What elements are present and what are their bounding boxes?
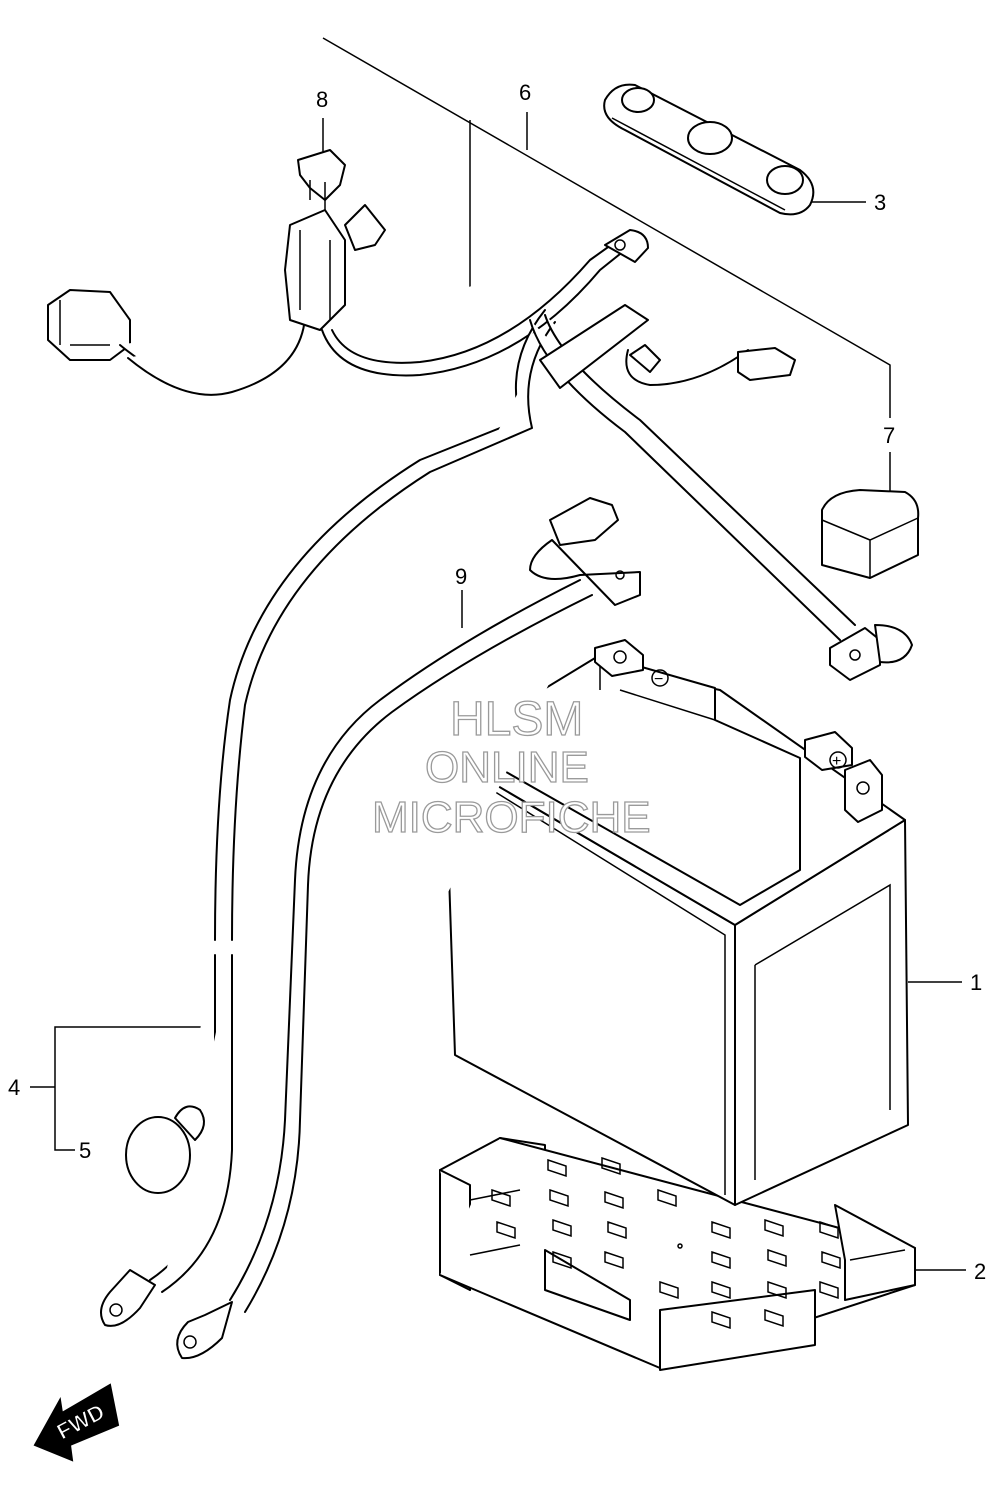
watermark-line-1: HLSM [450,693,583,746]
callout-1: 1 [970,970,982,995]
watermark-line-3: MICROFICHE [372,793,651,842]
watermark-line-2: ONLINE [425,743,589,792]
leader-lines [30,37,966,1271]
watermark: HLSM ONLINE MICROFICHE [371,692,651,842]
callout-3: 3 [874,190,886,215]
battery: − + [444,639,909,1206]
harness-secondary [176,304,796,1360]
callout-7: 7 [883,423,895,448]
callout-2: 2 [974,1259,986,1284]
callout-5: 5 [79,1138,91,1163]
positive-terminal-symbol: + [832,753,841,770]
terminal-cover-strip [603,83,815,216]
callout-8: 8 [316,87,328,112]
tray-slots [491,1156,841,1330]
callout-9: 9 [455,564,467,589]
terminal-cap [125,1105,205,1194]
fwd-arrow-indicator: FWD [33,1383,120,1462]
fwd-arrow-icon [33,1383,120,1462]
callout-4: 4 [8,1075,20,1100]
terminal-boot [821,489,920,579]
battery-tray [439,1137,916,1371]
negative-terminal-symbol: − [654,671,663,688]
callout-labels: 1 2 3 4 5 6 7 8 9 [8,80,986,1284]
callout-6: 6 [519,80,531,105]
harness-main [47,149,913,1327]
